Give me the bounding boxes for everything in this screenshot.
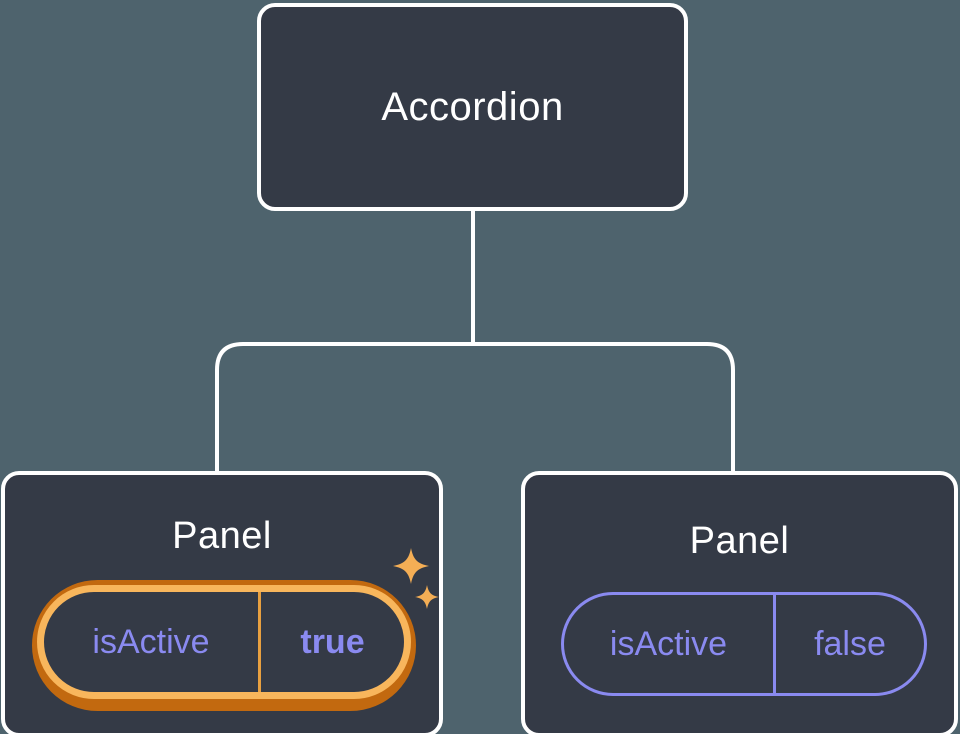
pill-divider [258, 592, 261, 692]
accordion-node-label: Accordion [381, 84, 564, 129]
accordion-node: Accordion [257, 3, 688, 211]
state-pill-active: isActive true [37, 585, 411, 699]
panel-node-inactive: Panel isActive false [521, 471, 958, 734]
state-pill-inactive: isActive false [561, 592, 927, 696]
sparkle-icon-small [415, 585, 439, 609]
panel-node-active: Panel isActive true [1, 471, 443, 734]
prop-name: isActive [609, 624, 728, 663]
prop-value: false [814, 624, 886, 663]
sparkle-icon-large [393, 548, 429, 584]
prop-name: isActive [92, 622, 210, 661]
panel-label: Panel [689, 520, 790, 562]
panel-label: Panel [172, 515, 272, 557]
prop-value: true [300, 622, 365, 661]
state-pill-highlight: isActive true [32, 580, 416, 711]
connector-branch [215, 342, 735, 471]
pill-divider [773, 595, 776, 693]
